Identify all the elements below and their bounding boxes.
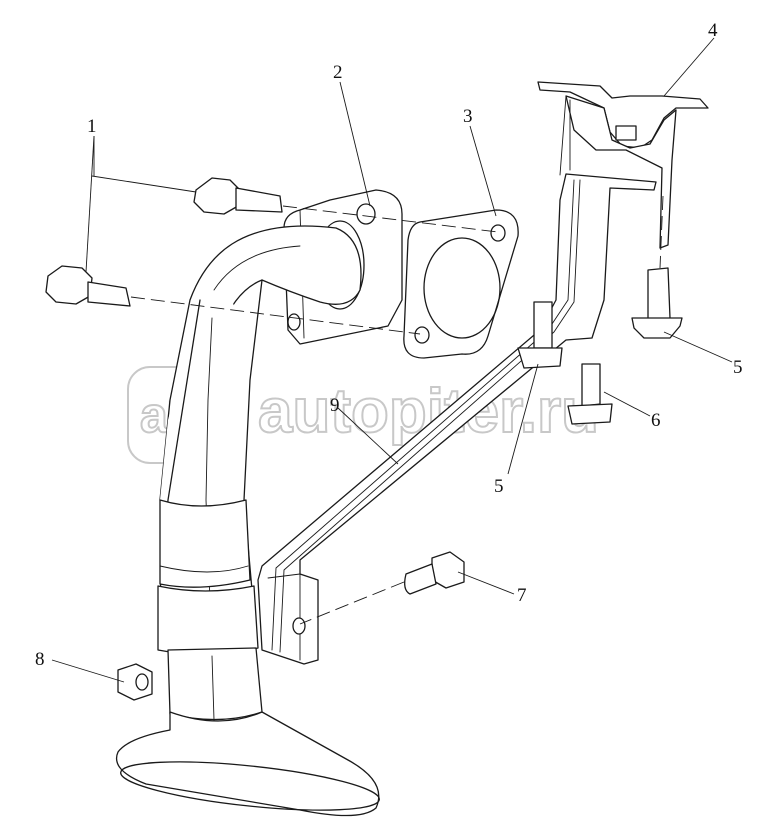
callout-5-center: 5 [494,476,504,497]
callout-8: 8 [35,649,45,670]
callout-5-right: 5 [733,357,743,378]
callout-2: 2 [333,62,343,83]
callout-7: 7 [517,585,527,606]
gasket [403,209,519,359]
pickup-pipe [116,189,403,817]
callout-labels: 1 2 3 4 5 5 6 7 8 9 [35,20,743,670]
flange-bolts [45,177,283,307]
upper-bracket [537,81,709,249]
callout-6: 6 [651,410,661,431]
callout-9: 9 [330,395,340,416]
leader-lines [51,37,733,683]
callout-3: 3 [463,106,473,127]
assembly-axes [130,195,664,625]
callout-4: 4 [708,20,718,41]
callout-1: 1 [87,116,97,137]
stud-bolts [517,267,683,425]
lower-fasteners [117,551,465,701]
